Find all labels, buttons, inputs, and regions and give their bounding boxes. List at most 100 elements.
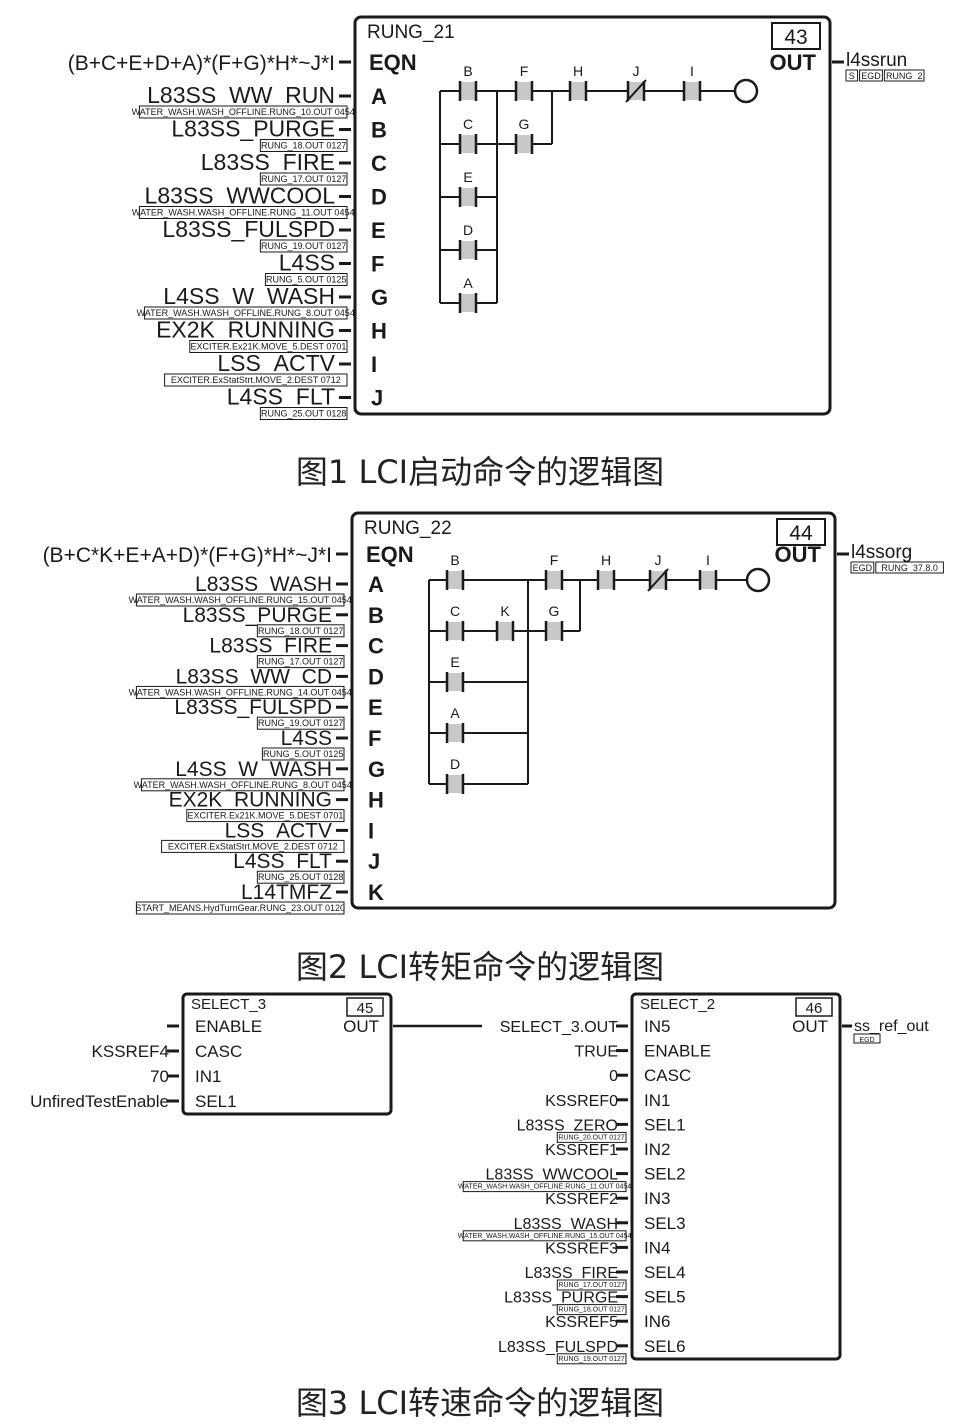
fig2-contact-d-label: D <box>450 756 460 772</box>
fig1-input-ref-box <box>138 206 348 219</box>
figure-1-caption: 图1 LCI启动命令的逻辑图 <box>295 453 665 491</box>
fig1-input-signal: L83SS_WW_RUN <box>147 82 335 108</box>
fig2-output-signal: l4ssorg <box>851 542 912 563</box>
fig1-input-ref-text: RUNG_18.OUT 0127 <box>261 141 346 151</box>
fig2-input-ref-text: EXCITER.ExStatStrt.MOVE_2.DEST 0712 <box>168 841 338 851</box>
fig1-input-ref-text: RUNG_17.OUT 0127 <box>261 174 346 184</box>
fig1-contact-i-label: I <box>690 63 694 79</box>
select2-input-signal: L83SS_PURGE <box>504 1290 618 1307</box>
fig2-input-ref-box <box>256 624 345 638</box>
select2-input-signal: KSSREF1 <box>545 1142 618 1159</box>
fig1-contact-e-body <box>460 188 476 206</box>
select3-name: SELECT_3 <box>191 996 266 1013</box>
fig2-out-pin: OUT <box>775 542 822 567</box>
fig2-input-ref-text: RUNG_19.OUT 0127 <box>258 718 343 728</box>
fig1-input-ref-box <box>189 340 348 353</box>
fig1-contact-d-label: D <box>463 222 473 238</box>
select2-input-ref-text: WATER_WASH.WASH_OFFLINE.RUNG_11.OUT 0454 <box>458 1184 631 1191</box>
fig1-input-signal: L4SS_FLT <box>227 384 335 410</box>
fig2-input-ref-box <box>261 747 345 761</box>
fig2-input-ref-text: EXCITER.Ex21K.MOVE_5.DEST 0701 <box>187 811 343 821</box>
fig2-input-signal: L14TMFZ <box>241 881 332 904</box>
select2-input-signal: 0 <box>609 1068 618 1085</box>
fig1-input-signal: EX2K_RUNNING <box>156 317 335 343</box>
select2-block <box>630 992 842 1361</box>
fig2-output-tag: RUNG_37.8.0 <box>881 563 938 573</box>
select2-input-signal: KSSREF2 <box>545 1191 618 1208</box>
fig1-pin-c: C <box>371 151 387 176</box>
fig1-pin-f: F <box>371 252 384 277</box>
fig2-pin-b: B <box>368 603 384 628</box>
select2-out-pin: OUT <box>792 1017 828 1036</box>
fig1-contact-e-label: E <box>463 169 472 185</box>
select2-input-ref-text: RUNG_18.OUT 0127 <box>558 1307 625 1314</box>
select2-input-signal: KSSREF0 <box>545 1093 618 1110</box>
fig1-contact-c-body <box>460 135 476 153</box>
figure-3-caption: 图3 LCI转速命令的逻辑图 <box>295 1384 665 1422</box>
fig2-input-ref-box <box>256 655 345 669</box>
fig1-contact-g-label: G <box>519 116 530 132</box>
fig2-pin-d: D <box>368 664 384 689</box>
fig1-input-ref-text: RUNG_19.OUT 0127 <box>261 241 346 251</box>
fig2-contact-i-body <box>700 571 716 589</box>
select2-pin-sel3: SEL3 <box>644 1214 686 1233</box>
fig2-block-number-box <box>776 518 826 546</box>
fig2-equation: (B+C*K+E+A+D)*(F+G)*H*~J*I <box>43 544 332 567</box>
select3-input-signal: KSSREF4 <box>92 1042 169 1061</box>
fig2-contact-a-body <box>447 724 463 742</box>
select2-input-ref-box <box>556 1304 627 1316</box>
select2-input-ref-text: WATER_WASH.WASH_OFFLINE.RUNG_15.OUT 0454 <box>458 1233 632 1240</box>
fig2-input-ref-box <box>161 839 345 853</box>
fig2-output-tag-box <box>875 561 944 574</box>
fig1-input-ref-text: RUNG_25.OUT 0128 <box>261 409 346 419</box>
fig1-eqn-pin: EQN <box>369 50 417 75</box>
select3-input-signal: UnfiredTestEnable <box>30 1092 169 1111</box>
select2-input-ref-box <box>556 1131 627 1143</box>
select2-pin-sel4: SEL4 <box>644 1263 686 1282</box>
fig2-pin-c: C <box>368 634 384 659</box>
fig1-input-ref-box <box>259 139 348 152</box>
fig2-pin-h: H <box>368 788 384 813</box>
fig1-equation: (B+C+E+D+A)*(F+G)*H*~J*I <box>68 52 335 75</box>
fig1-contact-b-body <box>460 82 476 100</box>
figure-2-caption: 图2 LCI转矩命令的逻辑图 <box>295 948 665 986</box>
fig1-block <box>353 15 832 416</box>
fig2-input-signal: LSS_ACTV <box>225 819 332 842</box>
fig2-block-number: 44 <box>789 522 813 545</box>
fig1-output-tag-box <box>859 69 883 82</box>
select2-input-ref-text: RUNG_19.OUT 0127 <box>558 1356 625 1363</box>
fig2-input-ref-box <box>256 870 345 884</box>
select2-input-ref-box <box>556 1279 627 1291</box>
fig2-input-signal: L83SS_FIRE <box>209 635 332 658</box>
select3-pin-sel1: SEL1 <box>195 1092 237 1111</box>
fig2-contact-b-label: B <box>450 552 459 568</box>
fig2-contact-f-label: F <box>550 552 559 568</box>
fig2-contact-f-body <box>546 571 562 589</box>
select2-pin-enable: ENABLE <box>644 1042 711 1061</box>
fig2-contact-d-body <box>447 775 463 793</box>
fig1-pin-g: G <box>371 285 388 310</box>
select2-input-signal: KSSREF3 <box>545 1240 618 1257</box>
select3-pin-enable: ENABLE <box>195 1017 262 1036</box>
fig1-pin-h: H <box>371 319 387 344</box>
fig1-contact-b-label: B <box>463 63 472 79</box>
select2-output-signal: ss_ref_out <box>854 1018 929 1035</box>
fig2-input-signal: L83SS_WASH <box>195 573 332 596</box>
select2-input-ref-text: RUNG_20.OUT 0127 <box>558 1134 625 1141</box>
select2-pin-casc: CASC <box>644 1066 691 1085</box>
fig2-input-ref-box <box>256 716 345 730</box>
fig2-pin-g: G <box>368 757 385 782</box>
fig1-input-ref-box <box>259 407 348 420</box>
select3-pin-in1: IN1 <box>195 1067 221 1086</box>
fig1-input-ref-text: RUNG_5.OUT 0125 <box>266 275 346 285</box>
select2-pin-in1: IN1 <box>644 1091 670 1110</box>
fig1-block-number-box <box>771 22 821 50</box>
select2-pin-sel6: SEL6 <box>644 1337 686 1356</box>
select2-input-signal: L83SS_FIRE <box>525 1265 618 1282</box>
fig1-pin-d: D <box>371 185 387 210</box>
fig1-input-ref-text: EXCITER.Ex21K.MOVE_5.DEST 0701 <box>190 342 346 352</box>
fig1-contact-j-label: J <box>633 63 640 79</box>
select2-pin-sel1: SEL1 <box>644 1115 686 1134</box>
select3-pin-casc: CASC <box>195 1042 242 1061</box>
fig2-eqn-pin: EQN <box>366 542 414 567</box>
